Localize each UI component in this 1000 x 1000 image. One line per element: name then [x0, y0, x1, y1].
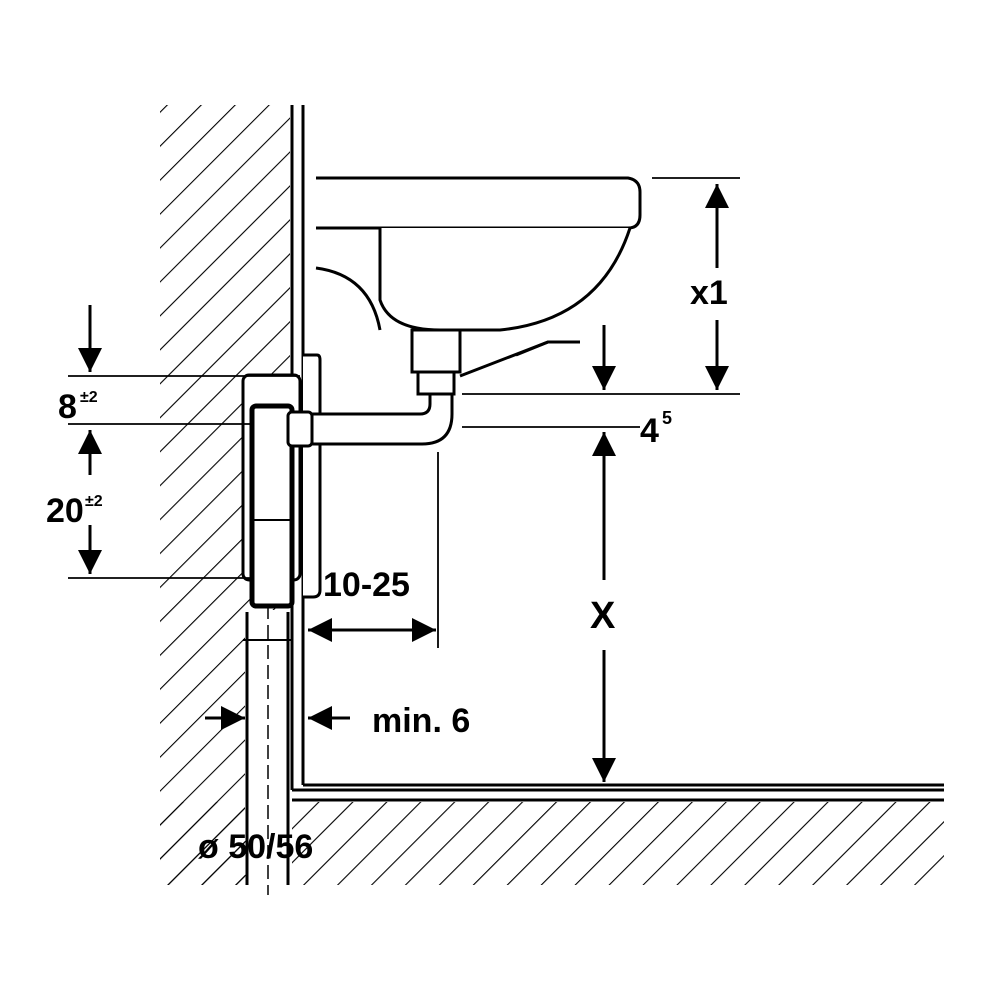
label-diameter: ø 50/56	[198, 828, 313, 866]
drain-pipe	[243, 605, 292, 895]
floor-hatch	[292, 802, 944, 885]
label-20: 20	[46, 492, 84, 530]
label-x1: x1	[690, 274, 728, 312]
dimension-arrows	[78, 184, 729, 782]
waste-arm	[286, 392, 454, 448]
label-10-25: 10-25	[323, 566, 410, 604]
label-8-tolerance: ±2	[80, 389, 98, 406]
washbasin	[315, 176, 642, 396]
label-min-6: min. 6	[372, 702, 470, 740]
extension-lines	[68, 177, 740, 648]
label-8: 8	[58, 388, 77, 426]
label-4-superscript: 5	[662, 408, 672, 428]
label-20-tolerance: ±2	[85, 493, 103, 510]
floor-hatch-left	[160, 802, 248, 885]
trap-box	[241, 353, 322, 609]
label-4: 4	[640, 412, 659, 450]
label-x: X	[590, 595, 616, 637]
